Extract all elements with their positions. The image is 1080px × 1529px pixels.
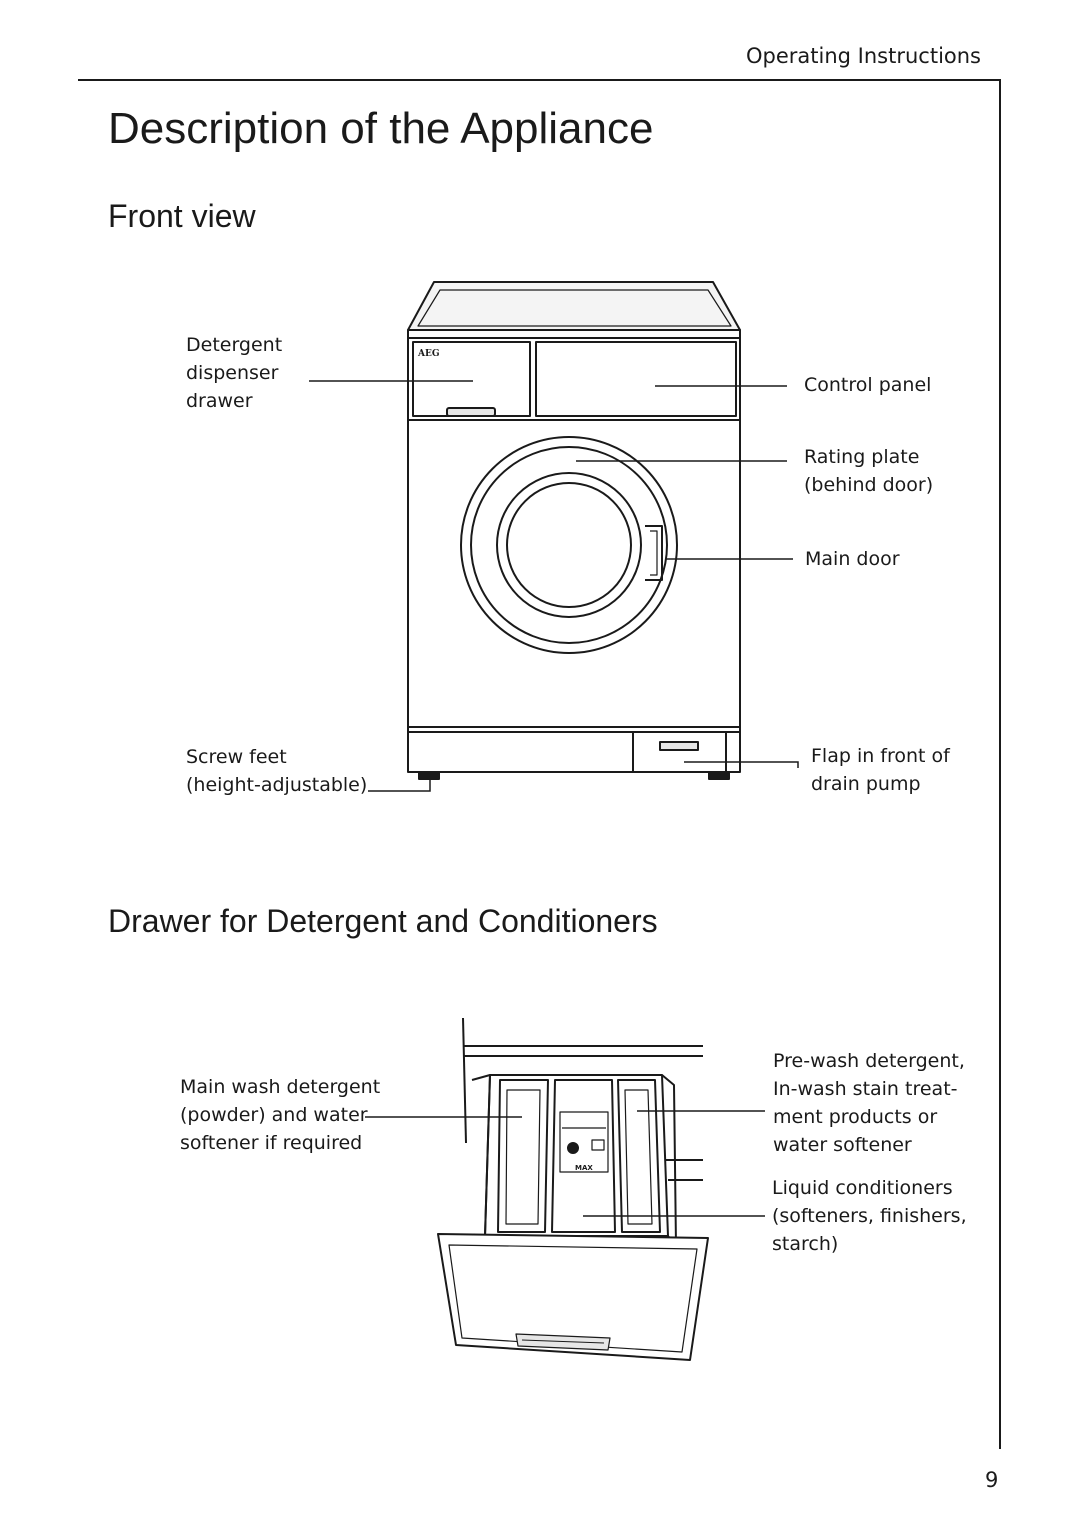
label-line: Main wash detergent bbox=[180, 1076, 381, 1098]
label-line: Detergent bbox=[186, 334, 283, 356]
side-rule bbox=[999, 79, 1001, 1449]
page-title: Description of the Appliance bbox=[108, 104, 654, 153]
label-line: ment products or bbox=[773, 1106, 938, 1128]
label-main-wash: Main wash detergent (powder) and water s… bbox=[180, 1073, 380, 1157]
label-line: (behind door) bbox=[804, 474, 934, 496]
label-line: (softeners, finishers, bbox=[772, 1205, 967, 1227]
header-rule bbox=[78, 79, 1001, 81]
label-line: dispenser bbox=[186, 362, 279, 384]
label-line: Liquid conditioners bbox=[772, 1177, 953, 1199]
label-screw-feet: Screw feet (height-adjustable) bbox=[186, 743, 367, 799]
label-line: In-wash stain treat- bbox=[773, 1078, 958, 1100]
label-control-panel: Control panel bbox=[804, 371, 931, 399]
label-line: water softener bbox=[773, 1134, 912, 1156]
label-line: drawer bbox=[186, 390, 253, 412]
front-view-heading: Front view bbox=[108, 198, 256, 234]
label-line: Pre-wash detergent, bbox=[773, 1050, 965, 1072]
label-main-door: Main door bbox=[805, 545, 900, 573]
label-line: (height-adjustable) bbox=[186, 774, 368, 796]
label-line: Rating plate bbox=[804, 446, 920, 468]
label-detergent-dispenser: Detergent dispenser drawer bbox=[186, 331, 282, 415]
label-line: Main door bbox=[805, 548, 900, 570]
label-line: Control panel bbox=[804, 374, 932, 396]
label-line: starch) bbox=[772, 1233, 839, 1255]
page-number: 9 bbox=[985, 1468, 999, 1492]
drawer-section-heading: Drawer for Detergent and Conditioners bbox=[108, 903, 658, 939]
label-liquid-conditioners: Liquid conditioners (softeners, finisher… bbox=[772, 1174, 967, 1258]
label-line: drain pump bbox=[811, 773, 921, 795]
label-flap: Flap in front of drain pump bbox=[811, 742, 950, 798]
brand-mark: AEG bbox=[417, 349, 440, 359]
label-pre-wash: Pre-wash detergent, In-wash stain treat-… bbox=[773, 1047, 965, 1159]
label-line: softener if required bbox=[180, 1132, 363, 1154]
label-line: Flap in front of bbox=[811, 745, 950, 767]
label-rating-plate: Rating plate (behind door) bbox=[804, 443, 933, 499]
label-line: Screw feet bbox=[186, 746, 287, 768]
running-header: Operating Instructions bbox=[746, 44, 981, 68]
label-line: (powder) and water bbox=[180, 1104, 368, 1126]
max-mark: MAX bbox=[575, 1164, 593, 1172]
